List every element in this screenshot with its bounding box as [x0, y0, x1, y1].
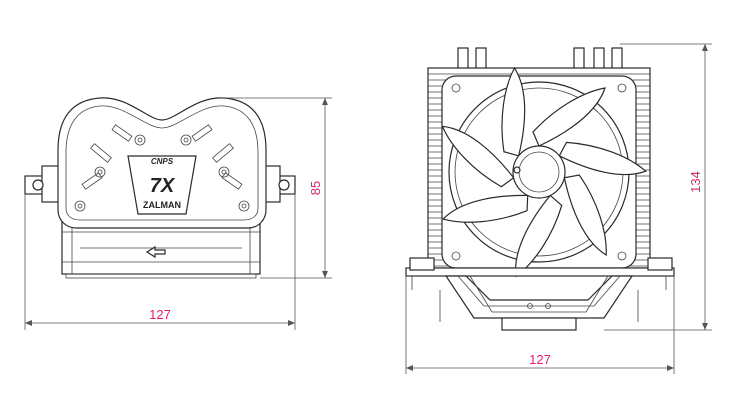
hub-screw-icon: [513, 166, 521, 174]
fan-hub: [512, 145, 566, 199]
right-width-dimension: 127: [405, 276, 675, 374]
logo-model: CNPS: [151, 157, 174, 166]
screw-icon: [617, 251, 627, 261]
fan-blade: [532, 87, 606, 147]
fan-blades: [441, 66, 647, 278]
right-height-dimension: 134: [604, 43, 712, 331]
right-height-label: 134: [688, 171, 703, 193]
base-plate: [501, 317, 577, 331]
right-width-label: 127: [529, 352, 551, 367]
shroud-vents: [81, 124, 243, 190]
arrow-icon: [145, 245, 166, 259]
fan-blade: [558, 141, 647, 176]
clip-right: [647, 257, 673, 271]
shroud-screws: [74, 134, 250, 212]
clip-left: [409, 257, 435, 271]
front-mount-bar: [405, 267, 675, 277]
screw-icon: [32, 179, 44, 191]
logo-brand: ZALMAN: [143, 200, 181, 210]
logo-badge: 7X: [150, 175, 176, 197]
left-height-label: 85: [308, 181, 323, 195]
screw-icon: [617, 83, 627, 93]
cooler-side-view: CNPS 7X ZALMAN: [24, 97, 296, 279]
fan-blade: [501, 66, 526, 157]
fan-blade: [441, 125, 515, 188]
screw-icon: [451, 251, 461, 261]
screw-icon: [451, 83, 461, 93]
fan-blade: [441, 194, 529, 223]
left-width-label: 127: [149, 307, 171, 322]
left-width-dimension: 127: [24, 194, 296, 330]
left-height-dimension: 85: [220, 97, 332, 279]
logo-plate: [127, 155, 197, 215]
screw-icon: [278, 179, 290, 191]
fan-blade: [563, 174, 607, 257]
cooler-front-view: [405, 47, 675, 331]
